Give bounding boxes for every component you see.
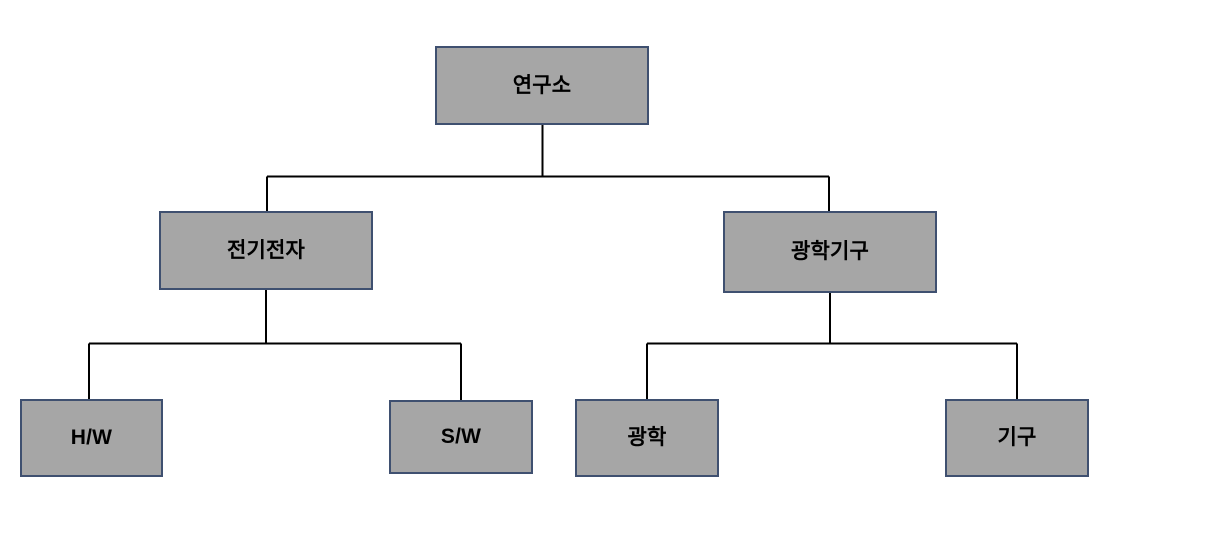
node-label: 전기전자 xyxy=(226,238,306,262)
node-label: 연구소 xyxy=(512,73,572,97)
node-hardware[interactable]: H/W xyxy=(20,399,163,477)
node-software[interactable]: S/W xyxy=(389,400,533,474)
node-mechanism[interactable]: 기구 xyxy=(945,399,1089,477)
node-label: H/W xyxy=(70,426,113,450)
node-label: 기구 xyxy=(997,426,1037,450)
node-electrical-electronics[interactable]: 전기전자 xyxy=(159,211,373,290)
node-label: 광학기구 xyxy=(790,240,870,264)
node-label: 광학 xyxy=(627,426,667,450)
node-label: S/W xyxy=(440,425,482,449)
node-optics[interactable]: 광학 xyxy=(575,399,719,477)
node-research-institute[interactable]: 연구소 xyxy=(435,46,649,125)
node-optical-mechanical[interactable]: 광학기구 xyxy=(723,211,937,293)
